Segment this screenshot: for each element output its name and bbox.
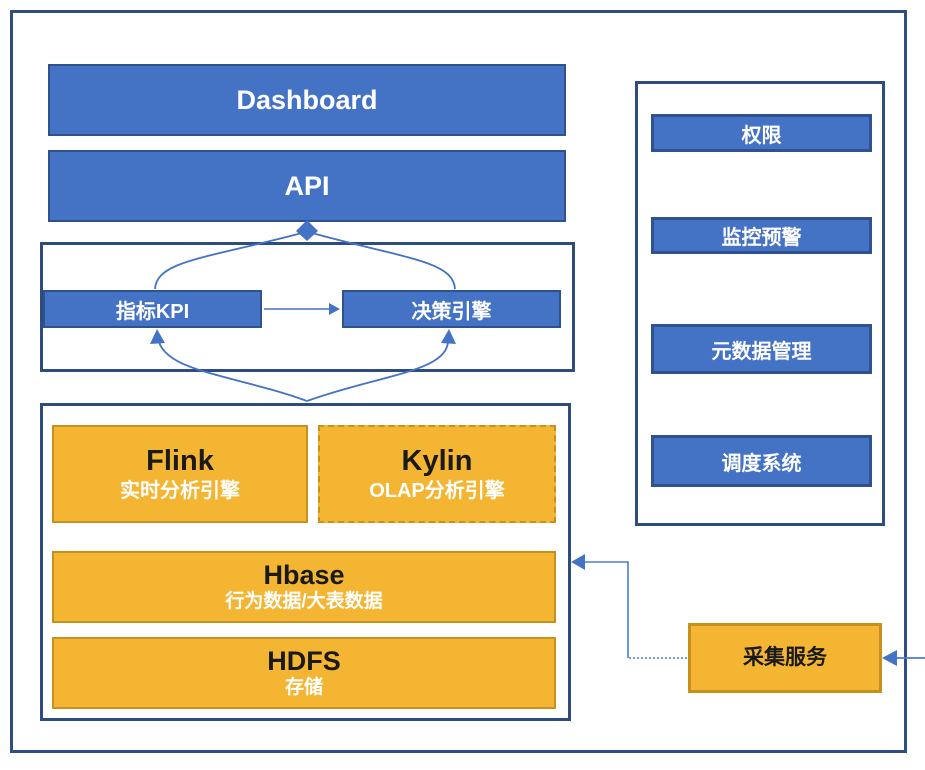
metadata-management-label: 元数据管理 bbox=[711, 340, 812, 363]
api-label: API bbox=[284, 170, 330, 201]
dashboard-node: Dashboard bbox=[48, 64, 566, 136]
kylin-node: Kylin OLAP分析引擎 bbox=[318, 425, 556, 523]
kylin-title: Kylin bbox=[401, 445, 473, 478]
flink-title: Flink bbox=[146, 445, 214, 478]
monitoring-alert-node: 监控预警 bbox=[651, 217, 872, 254]
monitoring-alert-label: 监控预警 bbox=[721, 227, 802, 249]
flink-node: Flink 实时分析引擎 bbox=[52, 425, 308, 523]
hdfs-node: HDFS 存储 bbox=[52, 637, 556, 709]
collect-service-node: 采集服务 bbox=[688, 623, 882, 693]
hbase-node: Hbase 行为数据/大表数据 bbox=[52, 551, 556, 623]
kylin-subtitle: OLAP分析引擎 bbox=[369, 479, 505, 502]
permission-label: 权限 bbox=[741, 124, 782, 147]
api-node: API bbox=[48, 150, 566, 222]
diagram-outer-frame bbox=[10, 10, 907, 753]
metadata-management-node: 元数据管理 bbox=[651, 324, 872, 374]
scheduling-system-label: 调度系统 bbox=[721, 452, 802, 475]
hdfs-title: HDFS bbox=[267, 646, 341, 677]
permission-node: 权限 bbox=[651, 114, 872, 152]
flink-subtitle: 实时分析引擎 bbox=[120, 479, 240, 502]
collect-service-label: 采集服务 bbox=[743, 645, 827, 669]
hdfs-subtitle: 存储 bbox=[284, 677, 323, 699]
hbase-title: Hbase bbox=[263, 560, 345, 591]
hbase-subtitle: 行为数据/大表数据 bbox=[225, 591, 383, 613]
decision-engine-label: 决策引擎 bbox=[411, 300, 492, 323]
scheduling-system-node: 调度系统 bbox=[651, 435, 872, 487]
kpi-label: 指标KPI bbox=[115, 300, 190, 323]
dashboard-label: Dashboard bbox=[236, 84, 378, 115]
kpi-node: 指标KPI bbox=[43, 290, 262, 328]
decision-engine-node: 决策引擎 bbox=[342, 290, 561, 328]
